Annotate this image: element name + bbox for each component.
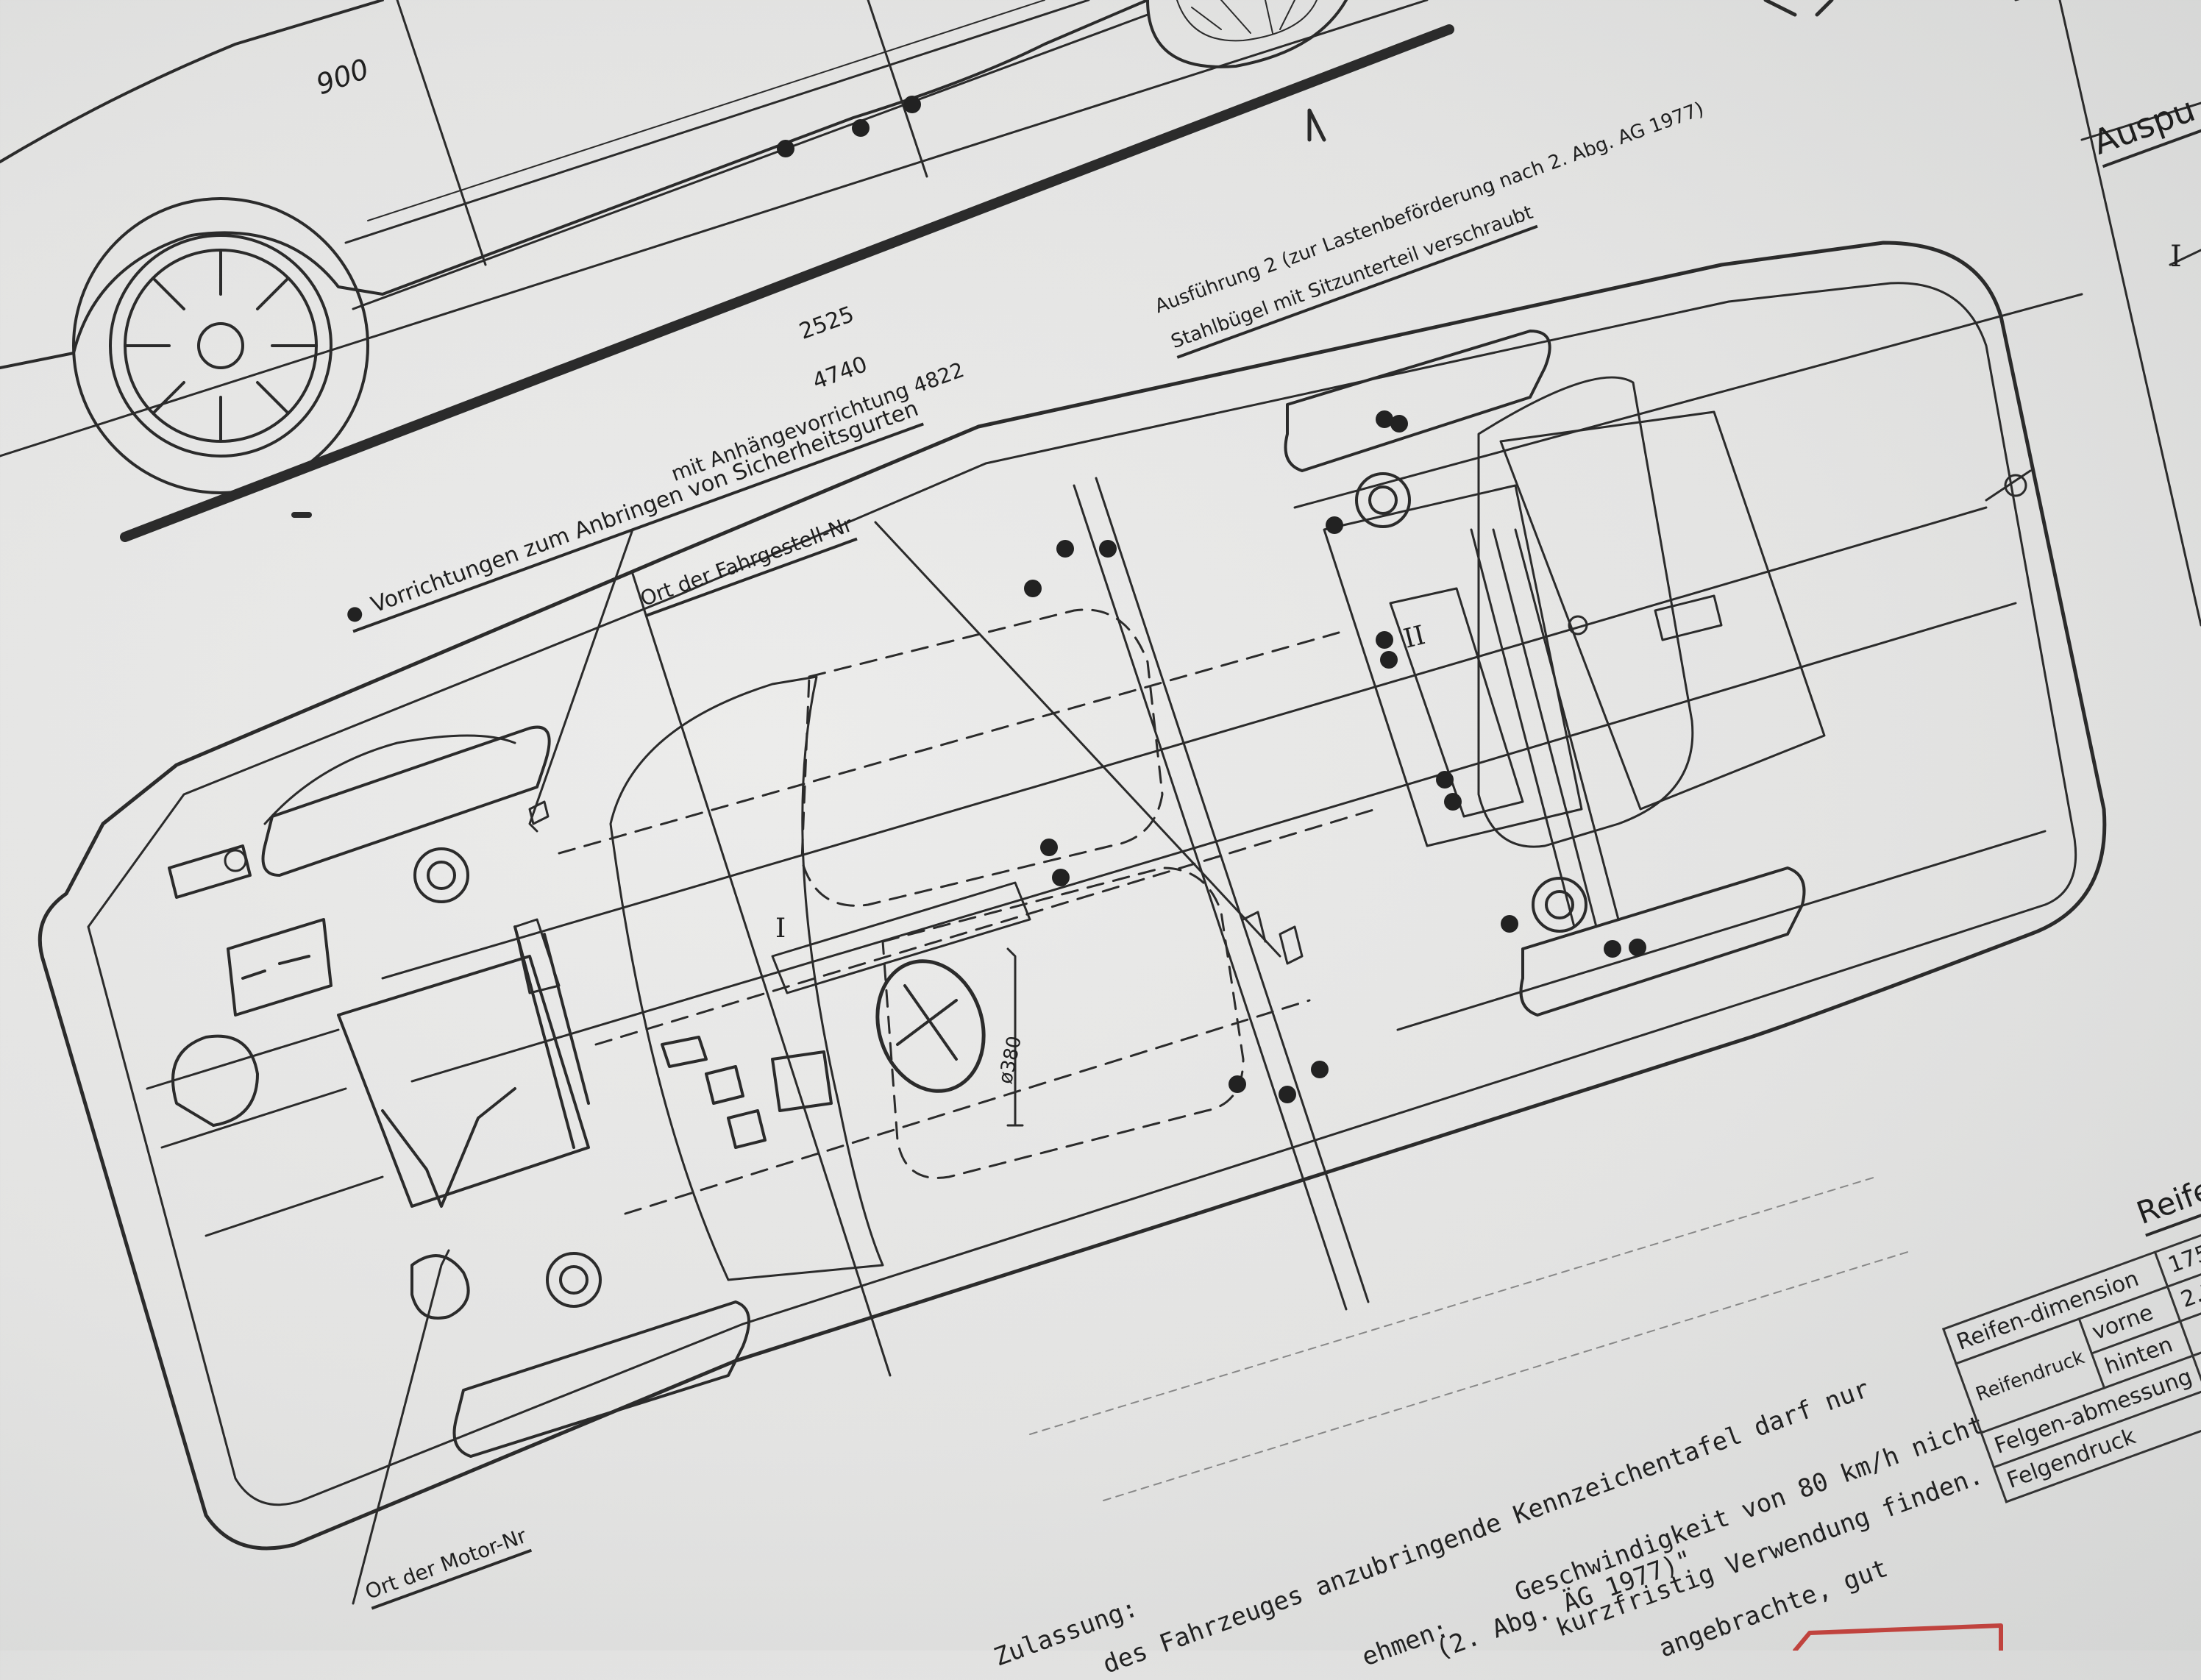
seatbelt-points-top [1024, 410, 1646, 1103]
top-view-car [38, 241, 2107, 1605]
seat-one-label: I [775, 914, 786, 944]
steering-wheel [875, 959, 986, 1093]
wheel-front-right [452, 1300, 750, 1458]
wheel-rear-left [1284, 330, 1551, 472]
side-view-car [0, 0, 1834, 542]
wheel-rear-right [1519, 866, 1806, 1017]
seatbelt-points-side [777, 96, 921, 157]
roman-one-label: I [2170, 240, 2182, 274]
wheel-front-left [261, 725, 551, 877]
front-wheel [72, 197, 369, 494]
ground-line-thick [120, 24, 1454, 542]
